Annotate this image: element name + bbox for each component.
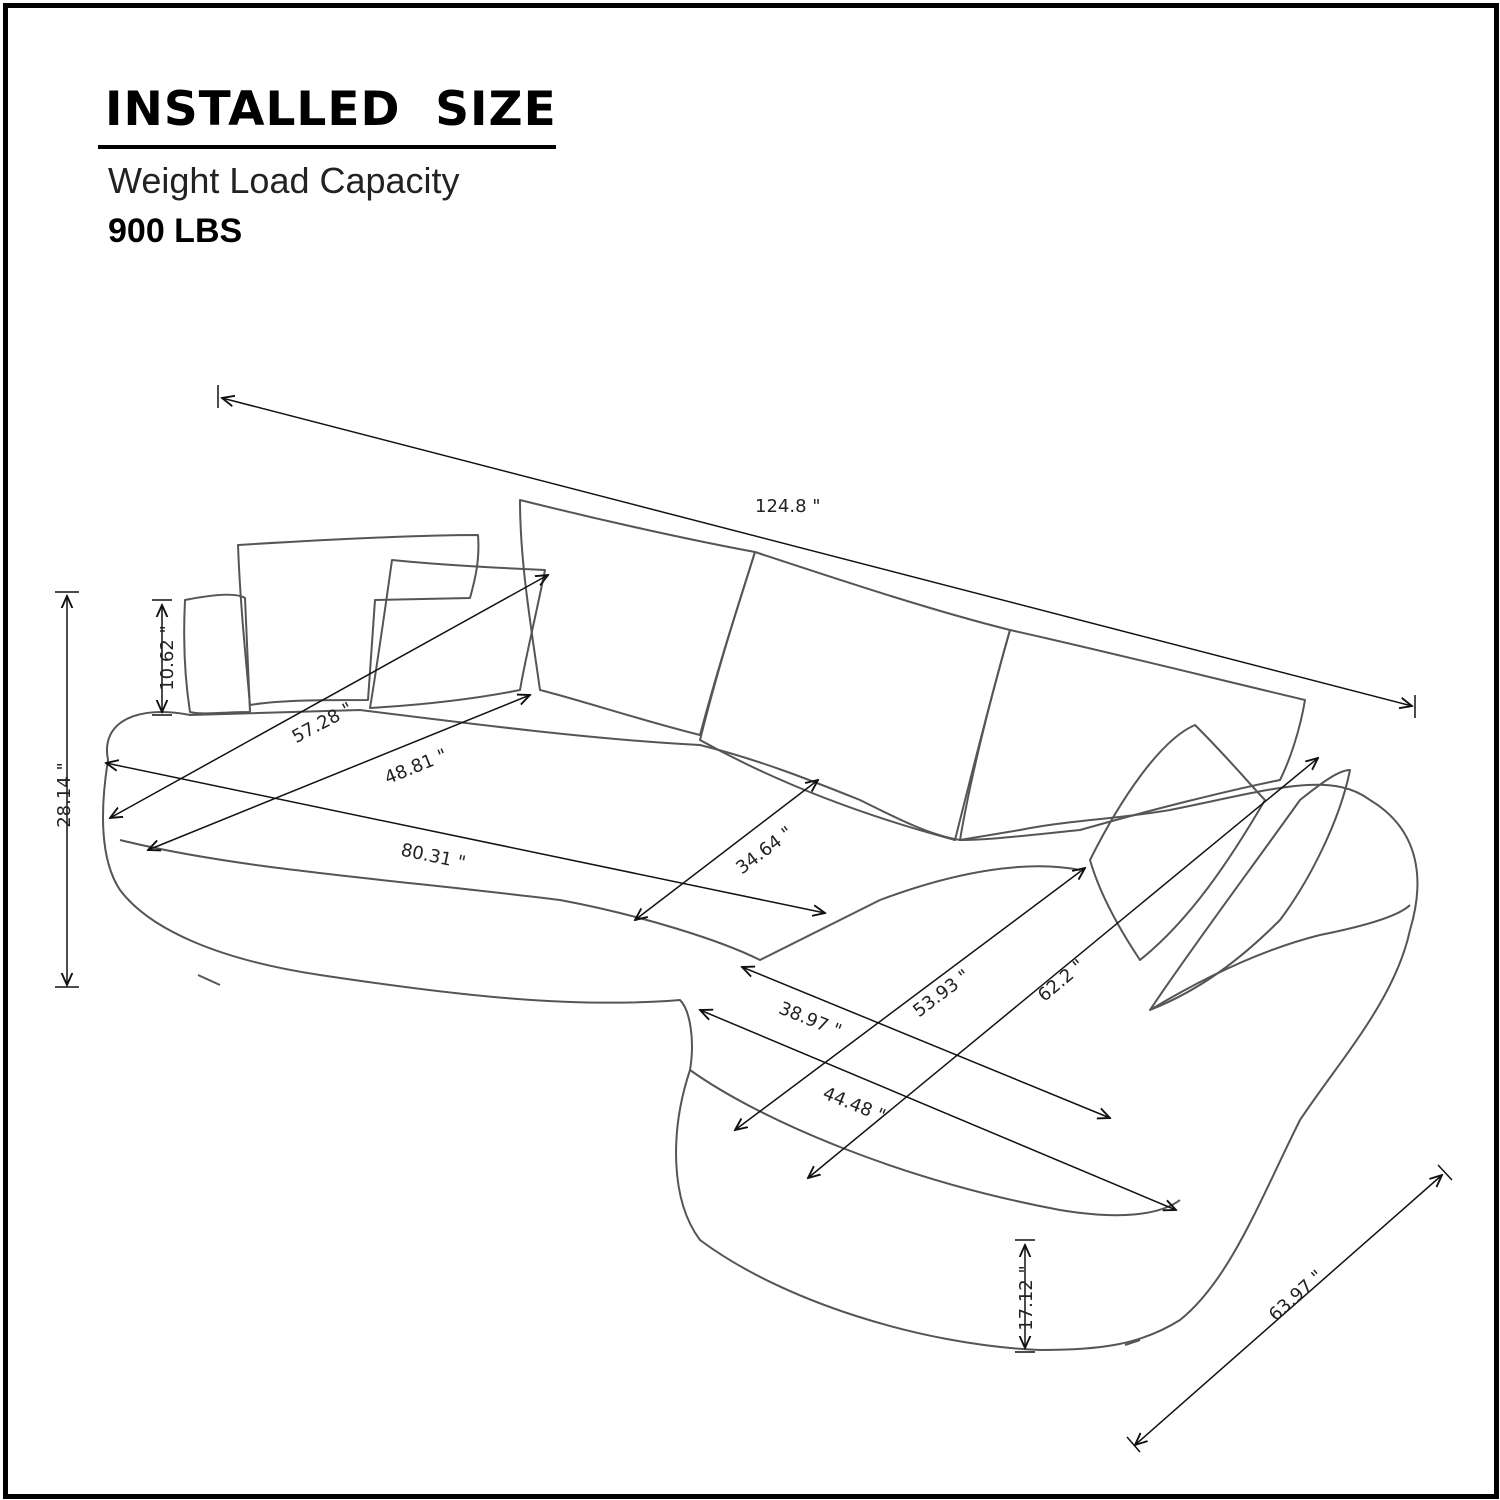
sofa-body-outline <box>102 709 1419 1351</box>
sofa-illustration <box>102 499 1419 1351</box>
label-chaise-outer-diag: 62.2 " <box>1034 955 1089 1006</box>
label-chaise-width: 44.48 " <box>820 1083 889 1127</box>
tick-chaise-length-start <box>1126 1436 1141 1453</box>
weight-capacity-value: 900 LBS <box>108 212 243 250</box>
weight-capacity-label: Weight Load Capacity <box>108 160 460 201</box>
label-back-height: 28.14 " <box>54 762 75 828</box>
title-underline <box>98 145 556 149</box>
back-cushion-3 <box>959 629 1306 841</box>
dim-line-seat-depth <box>635 780 818 920</box>
label-seat-depth: 34.64 " <box>732 823 797 879</box>
dim-line-seat-width <box>106 763 825 913</box>
dim-line-chaise-width <box>700 1010 1176 1210</box>
label-diag-long: 57.28 " <box>289 698 357 747</box>
pillow-left-3 <box>369 559 546 709</box>
label-seat-width: 80.31 " <box>399 840 467 874</box>
label-chaise-length: 63.97 " <box>1265 1266 1328 1325</box>
label-pillow-height: 10.62 " <box>157 625 178 691</box>
label-seat-height: 17.12 " <box>1016 1265 1037 1331</box>
back-cushion-2 <box>699 551 1011 841</box>
back-cushion-1 <box>519 499 756 736</box>
label-overall-length: 124.8 " <box>755 496 821 517</box>
dimension-lines <box>55 385 1453 1453</box>
tick-chaise-length-end <box>1437 1164 1453 1181</box>
leg-left <box>197 974 221 986</box>
pillow-right-2 <box>1149 769 1351 1011</box>
seat-front-edge <box>119 839 1081 961</box>
pillow-left-1 <box>183 593 251 715</box>
page-title: INSTALLED SIZE <box>105 82 557 137</box>
dim-line-chaise-length <box>1135 1175 1442 1445</box>
label-chaise-inner-diag: 53.93 " <box>909 966 974 1022</box>
image-border <box>3 3 1499 1499</box>
dim-line-overall-length <box>222 398 1412 706</box>
chaise-seat-edge <box>689 1069 1181 1217</box>
